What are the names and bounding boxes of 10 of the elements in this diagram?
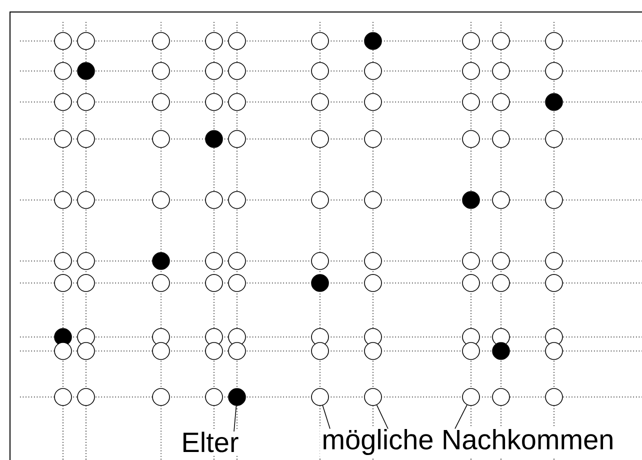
grid-circle [462, 388, 480, 406]
leader-line [234, 405, 237, 432]
grid-circle [311, 388, 329, 406]
grid-circle [364, 388, 382, 406]
leader-line [322, 405, 330, 430]
leader-line [454, 404, 468, 430]
grid-circle [228, 388, 246, 406]
label-text: mögliche Nachkommen [320, 426, 616, 458]
label-text: Elter [179, 430, 241, 454]
leader-line [376, 404, 388, 430]
